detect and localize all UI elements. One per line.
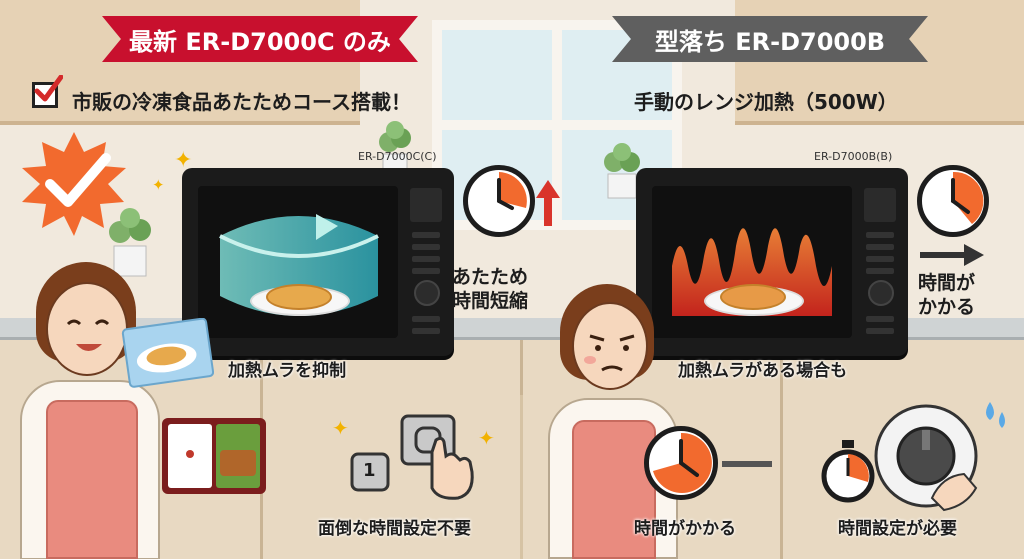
panel-button: [866, 268, 894, 274]
apron: [46, 400, 138, 559]
new-side-text: あたため 時間短縮: [452, 266, 529, 312]
clock-face: [653, 432, 712, 493]
tap-button-icon: [400, 414, 474, 500]
old-feature-text: 手動のレンジ加熱（500W）: [634, 90, 898, 114]
panel-display: [410, 188, 442, 222]
sparkle-icon: ✦: [478, 426, 495, 450]
microwave-door: [652, 186, 852, 338]
new-model-banner-text: 最新 ER-D7000C のみ: [129, 27, 391, 56]
panel-button: [412, 244, 440, 250]
person-happy-face: [46, 282, 128, 376]
old-oven-caption: 加熱ムラがある場合も: [678, 361, 848, 381]
frozen-food-pack-icon: [121, 318, 214, 388]
right-arrow-icon: [920, 244, 984, 266]
section-divider: [520, 395, 523, 559]
microwave-new: [182, 168, 454, 356]
smile-face: [66, 319, 110, 351]
cabinet-seam: [780, 340, 783, 559]
old-side-text: 時間が かかる: [918, 272, 976, 318]
old-model-label: ER-D7000B(B): [814, 150, 893, 163]
panel-button: [412, 316, 440, 322]
clock-icon: [917, 165, 989, 237]
person-worried-face: [572, 302, 648, 390]
panel-display: [864, 188, 896, 222]
old-model-banner: 型落ち ER-D7000B: [612, 16, 928, 62]
panel-button: [866, 328, 894, 334]
clock-face: [951, 171, 984, 224]
control-knob: [868, 280, 894, 306]
number-button-icon: [350, 452, 390, 492]
new-bottom-caption: 面倒な時間設定不要: [318, 519, 471, 539]
dial-icon: [874, 404, 978, 512]
old-bottom-caption-2: 時間設定が必要: [838, 519, 957, 539]
new-model-banner: 最新 ER-D7000C のみ: [102, 16, 418, 62]
new-oven-caption: 加熱ムラを抑制: [228, 361, 347, 381]
stopwatch-icon: [821, 440, 875, 503]
pasta-dish: [720, 284, 786, 310]
bento-box-icon: [162, 418, 266, 494]
panel-button: [866, 232, 894, 238]
old-bottom-caption-1: 時間がかかる: [634, 519, 736, 539]
dash-icon: [722, 461, 772, 467]
control-panel: [408, 188, 444, 338]
clock-face: [497, 172, 527, 210]
new-model-label: ER-D7000C(C): [358, 150, 437, 163]
pasta-dish: [266, 284, 332, 310]
old-model-banner-text: 型落ち ER-D7000B: [654, 27, 886, 56]
panel-button: [866, 256, 894, 262]
clock-icon: [644, 426, 718, 500]
sparkle-icon: ✦: [332, 416, 349, 440]
up-arrow-icon: [536, 180, 560, 226]
check-icon: [32, 75, 63, 108]
panel-button: [412, 268, 440, 274]
control-knob: [414, 280, 440, 306]
panel-button: [866, 244, 894, 250]
plant-icon: [109, 208, 151, 277]
panel-button: [412, 328, 440, 334]
microwave-door: [198, 186, 398, 338]
number-button-label: 1: [363, 460, 376, 481]
plant-icon: [604, 143, 640, 199]
control-panel: [862, 188, 898, 338]
sparkle-icon: ✦: [174, 148, 193, 173]
panel-button: [412, 256, 440, 262]
new-feature-text: 市販の冷凍食品あたためコース搭載！: [72, 90, 411, 114]
sparkle-icon: ✦: [152, 176, 165, 194]
apron: [572, 420, 656, 559]
panel-button: [412, 232, 440, 238]
microwave-old: [636, 168, 908, 356]
clock-icon: [463, 165, 535, 237]
sweat-drop-icon: [986, 402, 1005, 428]
burst-check-icon: [22, 132, 126, 236]
check-mark: [34, 75, 63, 102]
worried-face: [584, 334, 635, 372]
panel-button: [866, 316, 894, 322]
